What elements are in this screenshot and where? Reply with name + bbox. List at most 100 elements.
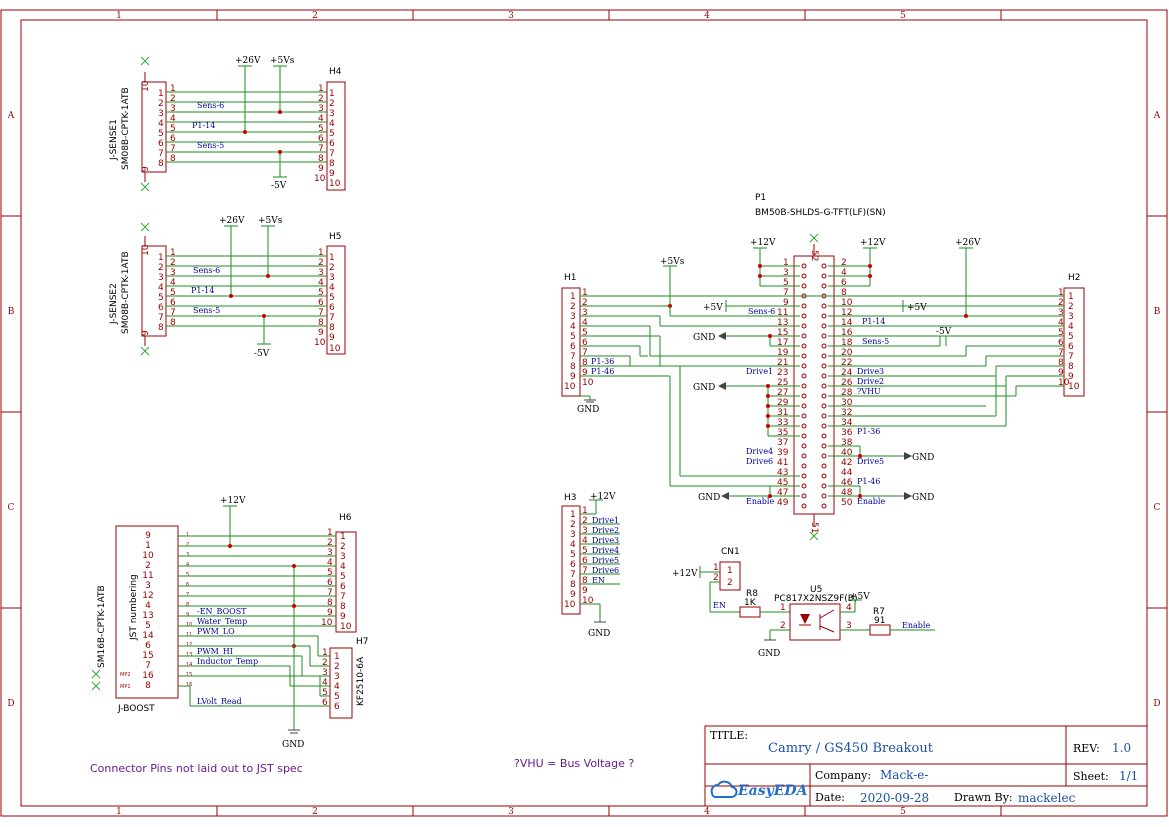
pin-number: 2 — [582, 298, 588, 308]
j-sense1-part: SM08B-CPTK-1ATB — [121, 87, 131, 170]
svg-text:3: 3 — [846, 621, 852, 631]
sense1-block: SM08B-CPTK-1ATB J-SENSE1 10 9 H4 — [109, 56, 346, 192]
pin-number: 6 — [334, 702, 340, 712]
p1-pin — [801, 313, 807, 319]
svg-text:4: 4 — [158, 283, 164, 293]
svg-text:4: 4 — [318, 114, 324, 124]
p1-pin — [801, 393, 807, 399]
sense1-wires — [166, 65, 327, 178]
pin-number: 6 — [582, 556, 588, 566]
pin-number: 7 — [783, 288, 789, 298]
svg-text:GND: GND — [693, 383, 715, 393]
p1-pin — [801, 333, 807, 339]
svg-text:4: 4 — [158, 119, 164, 129]
sheet-label: Sheet: — [1073, 770, 1109, 783]
svg-text:P1-36: P1-36 — [857, 427, 880, 436]
col-label: 3 — [508, 11, 514, 21]
svg-text:5: 5 — [170, 124, 176, 134]
p1-pin — [821, 423, 827, 429]
pin-number: 3 — [334, 672, 340, 682]
p1-pin — [821, 323, 827, 329]
pin-number: 8 — [1058, 358, 1064, 368]
p1-pin — [801, 463, 807, 469]
pin-number: 40 — [841, 448, 853, 458]
u5-part: PC817X2NSZ9F(B) — [774, 594, 858, 604]
p1-pin — [821, 483, 827, 489]
col-label: 4 — [704, 11, 710, 21]
date-value: 2020-09-28 — [860, 791, 929, 805]
r8-value: 1K — [744, 598, 757, 608]
col-label: 1 — [116, 807, 122, 817]
pin-number: 25 — [777, 378, 788, 388]
svg-text:5: 5 — [329, 129, 335, 139]
pin-number: 3 — [582, 308, 588, 318]
svg-text:EasyEDA: EasyEDA — [737, 783, 808, 799]
p1-pin — [801, 413, 807, 419]
pin-number: 7 — [1068, 352, 1074, 362]
pin-number: 41 — [777, 458, 788, 468]
pin-number: 1 — [340, 532, 346, 542]
pin-number: 6 — [582, 338, 588, 348]
pin-number: 8 — [145, 681, 151, 691]
pin-number: 10 — [321, 618, 333, 628]
svg-text:7: 7 — [158, 149, 164, 159]
svg-text:1: 1 — [170, 84, 176, 94]
pin-number: 3 — [327, 548, 333, 558]
pin-number: 39 — [777, 448, 789, 458]
svg-text:2: 2 — [158, 99, 164, 109]
pin-number: 7 — [186, 592, 189, 598]
svg-text:+5V: +5V — [850, 592, 870, 602]
p1-pin — [821, 463, 827, 469]
pin-number: 8 — [582, 576, 588, 586]
pin-number: 2 — [570, 302, 576, 312]
svg-text:+26V: +26V — [235, 56, 261, 66]
svg-text:10: 10 — [329, 179, 341, 189]
grid-labels: 1 2 3 4 5 1 2 3 4 5 A B C D A B C D — [7, 11, 1161, 817]
pin-number: 43 — [777, 468, 788, 478]
pin-number: 6 — [570, 342, 576, 352]
svg-text:1: 1 — [727, 566, 733, 576]
pin-number: 12 — [841, 308, 852, 318]
p1-pin — [821, 493, 827, 499]
pin-number: 4 — [841, 268, 847, 278]
svg-text:+12V: +12V — [750, 238, 776, 248]
svg-text:MP2: MP2 — [120, 672, 131, 678]
p1-pin — [801, 283, 807, 289]
col-label: 2 — [312, 11, 318, 21]
pin-number: 10 — [582, 378, 594, 388]
row-label: D — [7, 699, 14, 709]
pin-number: 7 — [340, 592, 346, 602]
col-label: 5 — [900, 807, 906, 817]
pin-number: 19 — [777, 348, 789, 358]
p1-pin — [801, 373, 807, 379]
svg-text:Sens-6: Sens-6 — [197, 101, 224, 110]
svg-text:Sens-5: Sens-5 — [193, 306, 220, 315]
svg-text:5: 5 — [158, 129, 164, 139]
p1-pin — [821, 473, 827, 479]
pin-number: 15 — [777, 328, 788, 338]
pin-number: 1 — [582, 506, 588, 516]
svg-text:9: 9 — [329, 169, 335, 179]
svg-text:Inductor_Temp: Inductor_Temp — [197, 657, 258, 666]
svg-text:3: 3 — [170, 268, 176, 278]
svg-text:+12V: +12V — [220, 496, 246, 506]
pin-number: 5 — [582, 546, 588, 556]
sense1-labels: Sens-6 P1-14 Sens-5 +26V +5Vs -5V — [192, 56, 295, 191]
pin-number: 2 — [582, 516, 588, 526]
pin-number: 11 — [186, 632, 192, 638]
pin-number: 4 — [570, 322, 576, 332]
svg-text:1: 1 — [713, 563, 719, 573]
p1-pin — [801, 493, 807, 499]
svg-text:EN: EN — [592, 576, 605, 585]
row-label: B — [1154, 307, 1161, 317]
h7-part: KF2510-6A — [356, 656, 366, 706]
pin-number: 9 — [1068, 372, 1074, 382]
pin-number: 5 — [327, 568, 333, 578]
svg-text:3: 3 — [318, 268, 324, 278]
svg-text:GND: GND — [577, 405, 599, 415]
p1-net-labels: Sens-6 P1-14 Sens-5 Drive1 Drive3 Drive2… — [591, 307, 889, 506]
svg-text:1: 1 — [318, 248, 324, 258]
pin-number: 3 — [145, 581, 151, 591]
svg-text:2: 2 — [727, 578, 733, 588]
